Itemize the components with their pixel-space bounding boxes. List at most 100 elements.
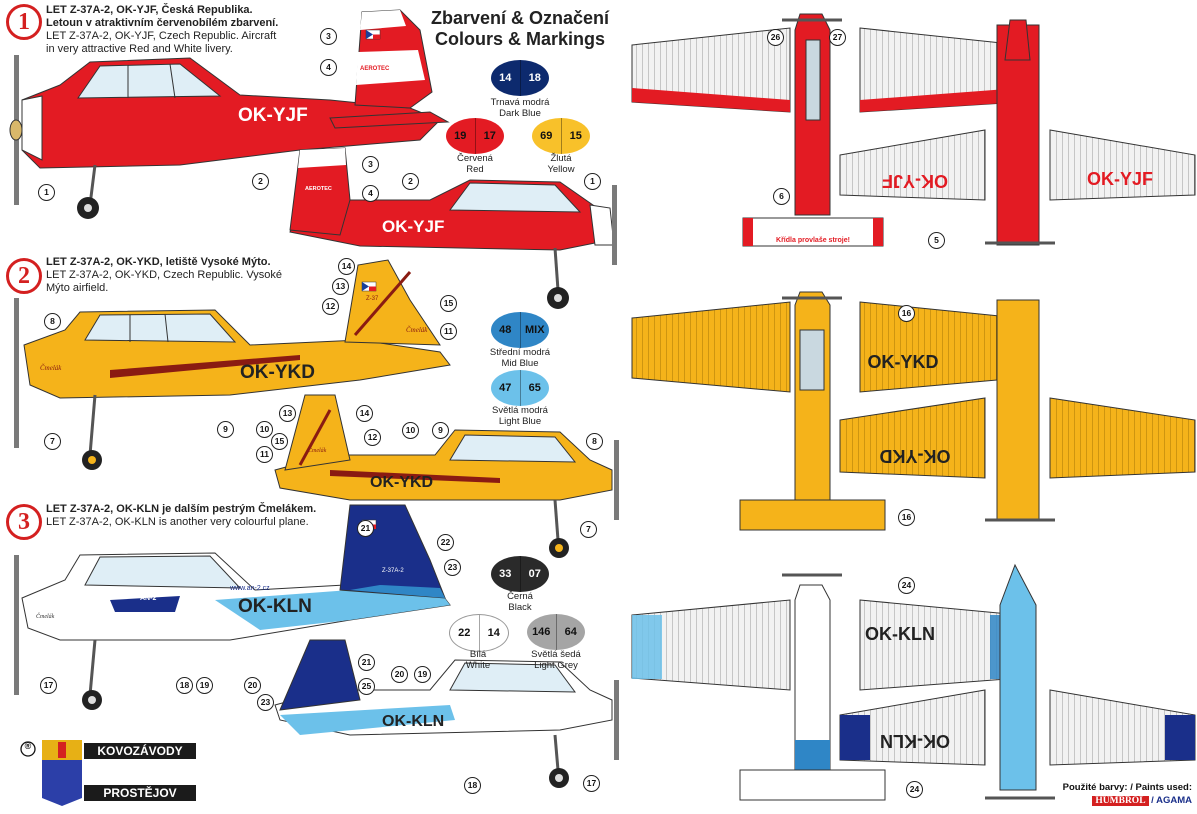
callout-7b: 7 <box>580 521 597 538</box>
v3-an2-logo: AN-2 <box>140 595 156 602</box>
paints-used: Použité barvy: / Paints used: HUMBROL / … <box>1040 782 1192 806</box>
v3-en-1: LET Z-37A-2, OK-KLN is another very colo… <box>46 516 309 528</box>
callout-18: 18 <box>176 677 193 694</box>
kovozavody-logo: ® KOVOZÁVODY PROSTĚJOV <box>18 740 198 806</box>
callout-10b: 10 <box>402 422 419 439</box>
callout-27: 27 <box>829 29 846 46</box>
v3-reg-top: OK-KLN <box>865 624 935 644</box>
callout-23b: 23 <box>257 694 274 711</box>
v1-cz-1: LET Z-37A-2, OK-YJF, Česká Republika. <box>46 4 253 16</box>
v1-bottom-view: OK-YJF OK-YJF <box>839 19 1196 246</box>
variant-2-description: LET Z-37A-2, OK-YKD, letiště Vysoké Mýto… <box>46 256 306 295</box>
callout-16: 16 <box>898 305 915 322</box>
v3-reg-small: OK-KLN <box>382 713 444 730</box>
callout-2b: 2 <box>402 173 419 190</box>
v3-side-view-large: OK-KLN www.an-2.cz AN-2 Z-37A-2 Čmelák <box>14 504 451 710</box>
callout-17b: 17 <box>583 775 600 792</box>
v3-reg-bottom: OK-KLN <box>880 731 950 751</box>
callout-2: 2 <box>252 173 269 190</box>
callout-11b: 11 <box>256 446 273 463</box>
callout-26: 26 <box>767 29 784 46</box>
callout-21b: 21 <box>358 654 375 671</box>
v2-z37-tail: Z-37 <box>366 296 379 302</box>
v2-reg-top: OK-YKD <box>868 352 939 372</box>
callout-10: 10 <box>256 421 273 438</box>
v2-reg-small: OK-YKD <box>370 474 433 491</box>
callout-4: 4 <box>320 59 337 76</box>
logo-top-text: KOVOZÁVODY <box>97 744 183 758</box>
kovozavody-logo-graphic <box>20 740 196 806</box>
v3-cz-1: LET Z-37A-2, OK-KLN je dalším pestrým Čm… <box>46 503 317 515</box>
callout-8: 8 <box>44 313 61 330</box>
v2-cmelak-nose: Čmelák <box>40 364 62 372</box>
v1-en-2: in very attractive Red and White livery. <box>46 43 233 55</box>
v1-wing-warning: Křídla provlaše stroje! <box>776 237 850 244</box>
callout-13b: 13 <box>279 405 296 422</box>
callout-13: 13 <box>332 278 349 295</box>
v3-cmelak: Čmelák <box>36 612 55 620</box>
callout-1b: 1 <box>584 173 601 190</box>
callout-14: 14 <box>338 258 355 275</box>
v1-cz-2: Letoun v atraktivním červenobílém zbarve… <box>46 17 279 29</box>
v2-cz-1: LET Z-37A-2, OK-YKD, letiště Vysoké Mýto… <box>46 256 271 268</box>
callout-9b: 9 <box>432 422 449 439</box>
v1-aerotec-label: AEROTEC <box>360 66 390 72</box>
v3-z37a2-tail: Z-37A-2 <box>382 568 404 574</box>
page-title: Zbarvení & Označení Colours & Markings <box>405 8 635 50</box>
callout-3: 3 <box>320 28 337 45</box>
v3-reg-large: OK-KLN <box>238 596 312 617</box>
v1-reg-bottom-right: OK-YJF <box>1087 169 1153 189</box>
v2-top-view: OK-YKD <box>631 291 1021 531</box>
callout-18b: 18 <box>464 777 481 794</box>
callout-16b: 16 <box>898 509 915 526</box>
v2-side-view-large: OK-YKD Čmelák Čmelák Z-37 <box>14 259 451 470</box>
callout-19b: 19 <box>414 666 431 683</box>
callout-20: 20 <box>244 677 261 694</box>
v1-top-view: Křídla provlaše stroje! <box>631 13 1021 247</box>
callout-15b: 15 <box>271 433 288 450</box>
callout-3b: 3 <box>362 156 379 173</box>
v1-reg-large: OK-YJF <box>238 105 308 126</box>
callout-22: 22 <box>437 534 454 551</box>
v1-side-view-large: OK-YJF AEROTEC <box>9 9 450 219</box>
callout-6: 6 <box>773 188 790 205</box>
v2-cmelak-tail: Čmelák <box>406 326 428 334</box>
paints-label: Použité barvy: / Paints used: <box>1062 782 1192 793</box>
v3-www: www.an-2.cz <box>229 585 270 592</box>
v1-side-view-small: OK-YJF AEROTEC <box>289 147 617 309</box>
title-en: Colours & Markings <box>434 29 606 49</box>
callout-25: 25 <box>358 678 375 695</box>
agama-brand: AGAMA <box>1156 795 1192 806</box>
registered-mark: ® <box>24 741 32 751</box>
v3-side-view-small: OK-KLN <box>274 639 619 788</box>
variant-2-number: 2 <box>6 258 42 294</box>
callout-12: 12 <box>322 298 339 315</box>
callout-7: 7 <box>44 433 61 450</box>
callout-8b: 8 <box>586 433 603 450</box>
callout-19: 19 <box>196 677 213 694</box>
v1-reg-bottom-left: OK-YJF <box>882 171 948 191</box>
callout-12b: 12 <box>364 429 381 446</box>
v1-en-1: LET Z-37A-2, OK-YJF, Czech Republic. Air… <box>46 30 277 42</box>
callout-14b: 14 <box>356 405 373 422</box>
callout-4b: 4 <box>362 185 379 202</box>
callout-20b: 20 <box>391 666 408 683</box>
v1-reg-small: OK-YJF <box>382 217 444 236</box>
humbrol-brand: HUMBROL <box>1092 796 1149 806</box>
callout-17: 17 <box>40 677 57 694</box>
